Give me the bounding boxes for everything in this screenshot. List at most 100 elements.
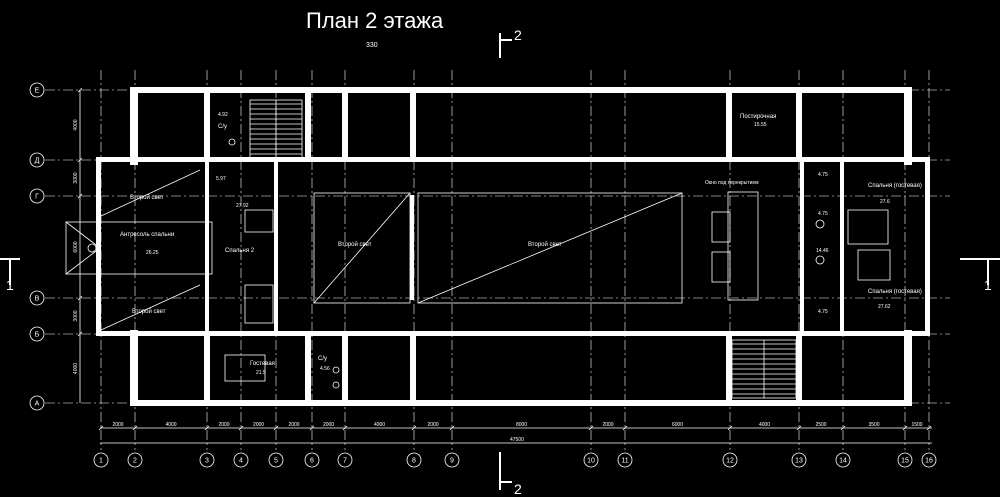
- dimension-left-1: 3000: [73, 172, 79, 183]
- staircase-bottom: [731, 339, 797, 399]
- axis-label-col-2: 2: [133, 458, 137, 465]
- room-spalnya-gost-1: Спальня (гостевая): [868, 183, 922, 189]
- axis-bubble-col-3: 3: [199, 452, 215, 468]
- total-dimension: 47500: [510, 437, 524, 443]
- room-postirochnaya-area: 15.55: [754, 122, 767, 128]
- axis-bubble-col-13: 13: [791, 452, 807, 468]
- axis-bubble-col-7: 7: [337, 452, 353, 468]
- plan-title: План 2 этажа: [306, 8, 444, 33]
- dimension-bottom-14: 1500: [911, 422, 922, 428]
- axis-label-row-А: А: [35, 401, 40, 408]
- dimension-bottom-7: 2000: [427, 422, 438, 428]
- room-gostevaya: Гостевая: [250, 361, 275, 367]
- dimension-bottom-2: 2000: [218, 422, 229, 428]
- room-antresol: Антресоль спальни: [120, 232, 174, 238]
- axis-bubble-col-6: 6: [304, 452, 320, 468]
- dimension-bottom-11: 4000: [759, 422, 770, 428]
- axis-bubble-row-В: В: [29, 290, 45, 306]
- axis-label-col-10: 10: [587, 458, 595, 465]
- room-vtoroy-svet-3: Второй свет: [338, 241, 372, 248]
- section-mark-right: 1: [960, 258, 1000, 293]
- axis-bubble-col-16: 16: [921, 452, 937, 468]
- section-mark-bottom-label: 2: [514, 481, 522, 497]
- dimension-bottom-0: 2000: [112, 422, 123, 428]
- dimension-bottom-5: 2000: [323, 422, 334, 428]
- dimension-bottom-6: 4000: [374, 422, 385, 428]
- dimension-bottom-13: 3500: [868, 422, 879, 428]
- axis-label-col-13: 13: [795, 458, 803, 465]
- walls: [96, 87, 930, 406]
- axis-bubble-row-Б: Б: [29, 326, 45, 342]
- axis-label-col-14: 14: [839, 458, 847, 465]
- axis-bubble-row-Е: Е: [29, 82, 45, 98]
- section-mark-left-label: 1: [6, 277, 14, 293]
- section-mark-bottom: 2: [499, 452, 522, 497]
- row-axis-bubbles: Е Д Г В Б А: [29, 82, 45, 411]
- room-vtoroy-svet-2: Второй свет: [132, 308, 166, 315]
- axis-bubble-col-4: 4: [233, 452, 249, 468]
- axis-label-row-В: В: [35, 296, 40, 303]
- room-small-area-5: 4.75: [818, 309, 828, 315]
- plan-scale: 330: [366, 42, 378, 49]
- room-okno: Окно под перекрытием: [705, 180, 759, 186]
- axis-bubble-row-Г: Г: [29, 188, 45, 204]
- room-gostevaya-area: 21.5: [256, 370, 266, 376]
- room-su1: С/у: [218, 124, 227, 130]
- room-spalnya2-area: 27.92: [236, 203, 249, 209]
- axis-bubble-col-15: 15: [897, 452, 913, 468]
- axis-bubble-row-Д: Д: [29, 152, 45, 168]
- room-postirochnaya: Постирочная: [740, 114, 776, 120]
- axis-label-col-4: 4: [239, 458, 243, 465]
- axis-bubble-col-8: 8: [406, 452, 422, 468]
- room-spalnya-gost-1-area: 27.6: [880, 199, 890, 205]
- staircase-top: [249, 99, 303, 159]
- room-spalnya2: Спальня 2: [225, 248, 255, 254]
- dimension-left-4: 4000: [73, 363, 79, 374]
- axis-bubble-col-5: 5: [268, 452, 284, 468]
- section-mark-left: 1: [0, 258, 20, 293]
- axis-label-row-Б: Б: [35, 332, 40, 339]
- dimension-bottom-1: 4000: [165, 422, 176, 428]
- room-small-area-4: 14.46: [816, 248, 829, 254]
- horizontal-grid-lines: [45, 89, 950, 404]
- room-small-area-2: 4.75: [818, 172, 828, 178]
- axis-label-col-6: 6: [310, 458, 314, 465]
- room-small-area-3: 4.75: [818, 211, 828, 217]
- dimension-bottom-3: 2000: [253, 422, 264, 428]
- axis-label-col-8: 8: [412, 458, 416, 465]
- dimension-left-3: 3000: [73, 310, 79, 321]
- axis-label-col-7: 7: [343, 458, 347, 465]
- axis-bubble-col-10: 10: [583, 452, 599, 468]
- axis-label-col-15: 15: [901, 458, 909, 465]
- axis-bubble-row-А: А: [29, 395, 45, 411]
- dimension-left-2: 6000: [73, 241, 79, 252]
- axis-label-row-Е: Е: [35, 88, 40, 95]
- section-mark-top-label: 2: [514, 27, 522, 43]
- axis-label-col-3: 3: [205, 458, 209, 465]
- axis-label-col-16: 16: [925, 458, 933, 465]
- section-mark-top: 2: [499, 27, 522, 58]
- axis-label-col-5: 5: [274, 458, 278, 465]
- room-spalnya-gost-2: Спальня (гостевая): [868, 289, 922, 295]
- axis-bubble-col-2: 2: [127, 452, 143, 468]
- axis-bubble-col-1: 1: [93, 452, 109, 468]
- room-labels: Второй свет Второй свет Второй свет Втор…: [120, 112, 922, 376]
- room-antresol-area: 26.25: [146, 250, 159, 256]
- axis-label-col-11: 11: [621, 458, 628, 465]
- axis-label-col-9: 9: [450, 458, 454, 465]
- axis-label-col-1: 1: [99, 458, 103, 465]
- dimension-bottom-4: 2000: [288, 422, 299, 428]
- room-su2: С/у: [318, 356, 327, 362]
- dimension-bottom-10: 6000: [672, 422, 683, 428]
- room-vtoroy-svet-4: Второй свет: [528, 241, 562, 248]
- dimension-bottom-8: 8000: [516, 422, 527, 428]
- axis-label-col-12: 12: [726, 458, 734, 465]
- room-small-area-1: 5.97: [216, 176, 226, 182]
- room-su1-area: 4.92: [218, 112, 228, 118]
- dimension-bottom-12: 2500: [815, 422, 826, 428]
- axis-bubble-col-14: 14: [835, 452, 851, 468]
